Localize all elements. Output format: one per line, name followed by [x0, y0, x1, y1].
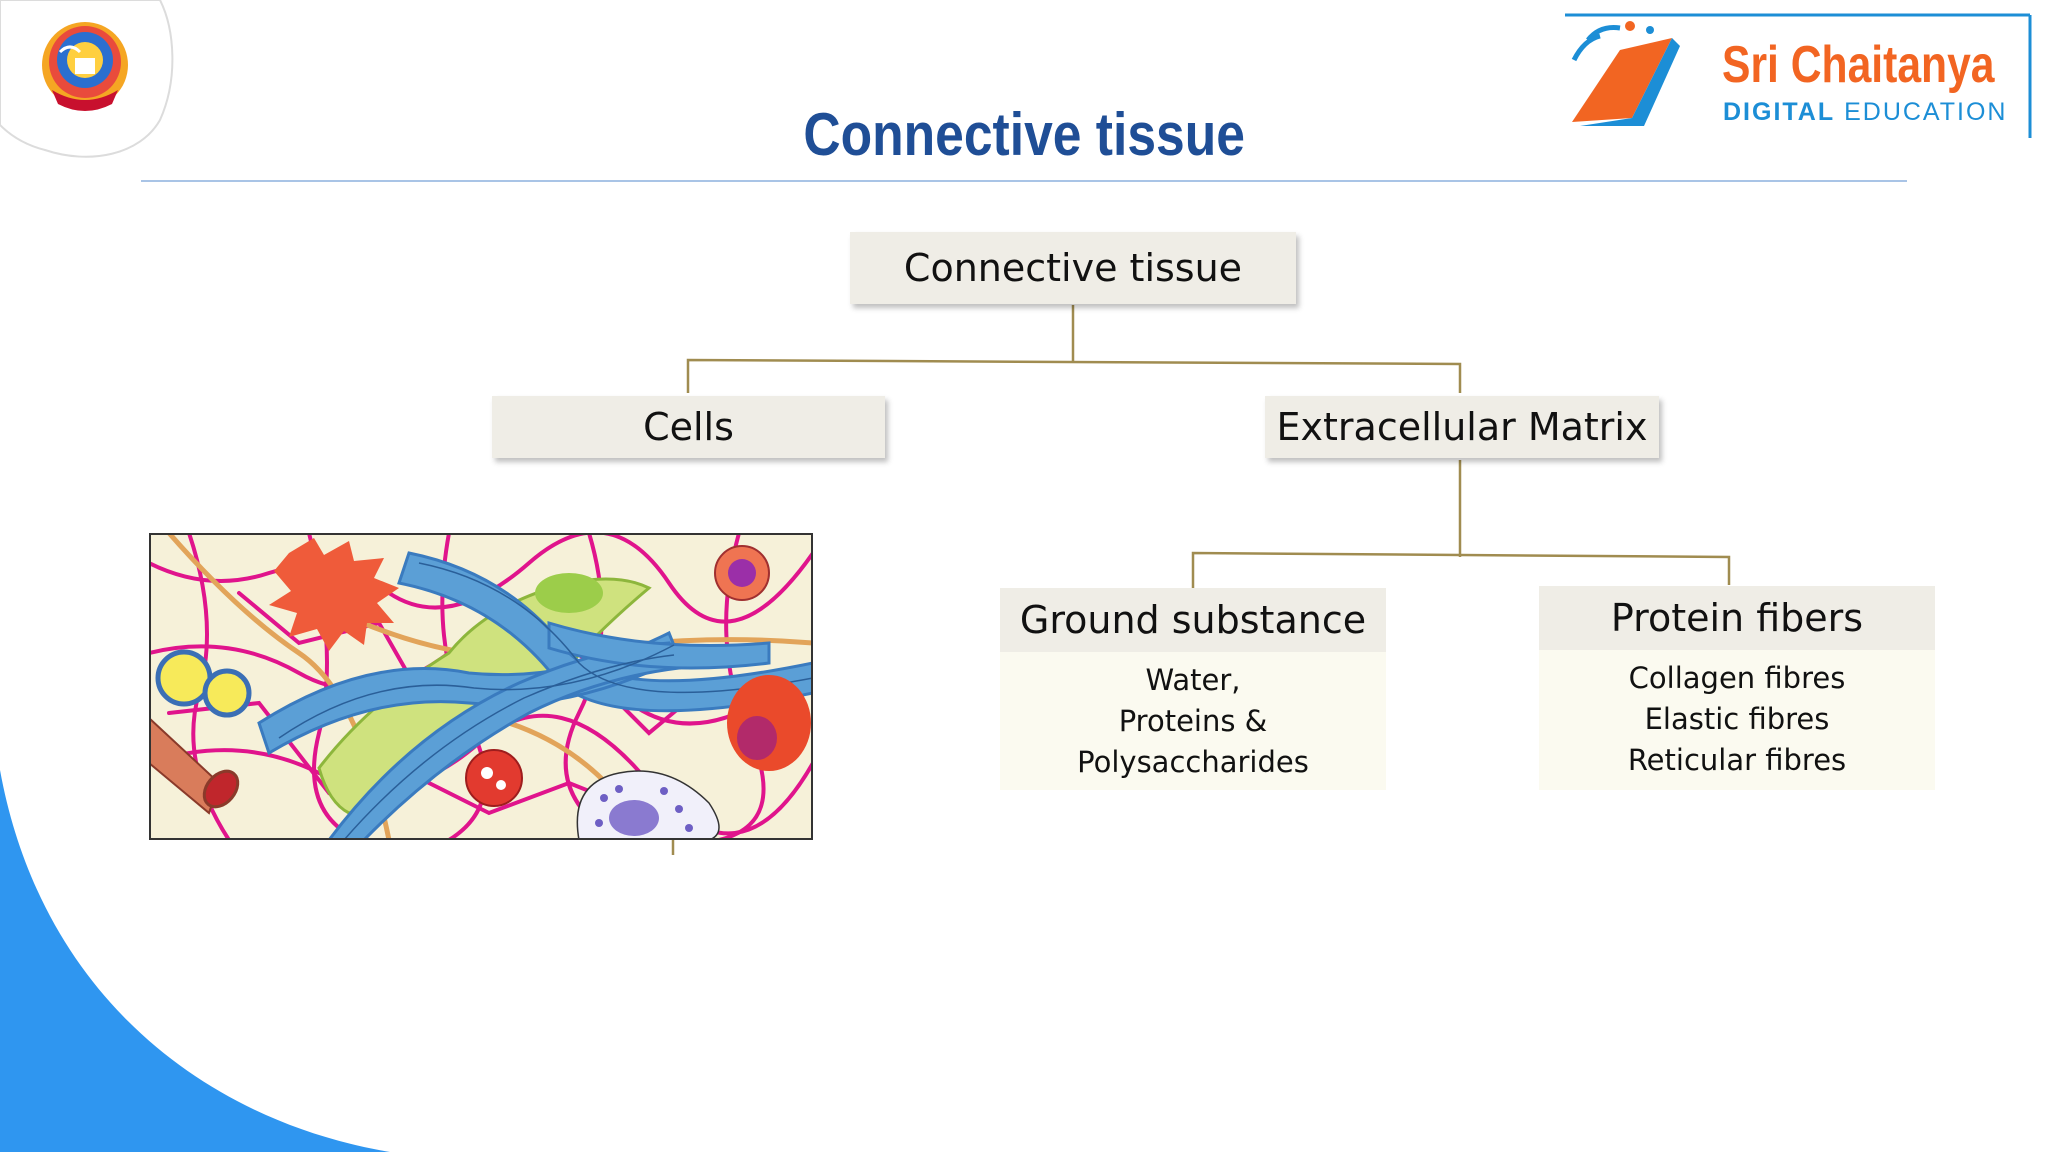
protein-fibers-item: Collagen fibres	[1628, 661, 1846, 695]
page-title: Connective tissue	[803, 101, 1245, 168]
protein-fibers-heading: Protein fibers	[1539, 586, 1935, 650]
ground-substance-item: Polysaccharides	[1077, 745, 1309, 779]
brand-tagline-regular: EDUCATION	[1844, 98, 2008, 126]
card-protein-fibers: Protein fibers Collagen fibres Elastic f…	[1539, 586, 1935, 790]
ground-substance-item: Water,	[1145, 663, 1241, 697]
node-matrix-label: Extracellular Matrix	[1276, 405, 1648, 449]
brand-tagline: DIGITAL EDUCATION	[1723, 98, 2007, 127]
brand-logo: Sri Chaitanya DIGITAL EDUCATION	[1560, 10, 2048, 140]
root-node-connective-tissue: Connective tissue	[850, 232, 1296, 304]
protein-fibers-item: Elastic fibres	[1644, 702, 1830, 736]
brand-book-icon	[1565, 13, 2032, 138]
protein-fibers-item: Reticular fibres	[1627, 743, 1847, 777]
ground-substance-item: Proteins &	[1118, 704, 1268, 738]
connective-tissue-illustration	[149, 533, 813, 840]
node-cells-label: Cells	[643, 405, 734, 449]
card-ground-substance: Ground substance Water, Proteins & Polys…	[1000, 588, 1386, 790]
title-divider	[141, 180, 1907, 182]
node-extracellular-matrix: Extracellular Matrix	[1265, 396, 1659, 458]
root-node-label: Connective tissue	[903, 246, 1243, 290]
brand-tagline-bold: DIGITAL	[1723, 98, 1836, 126]
school-logo	[0, 0, 174, 158]
ground-substance-list: Water, Proteins & Polysaccharides	[1000, 660, 1386, 783]
ground-substance-heading: Ground substance	[1000, 588, 1386, 652]
protein-fibers-list: Collagen fibres Elastic fibres Reticular…	[1539, 658, 1935, 781]
brand-name: Sri Chaitanya	[1722, 36, 1995, 94]
node-cells: Cells	[492, 396, 885, 458]
